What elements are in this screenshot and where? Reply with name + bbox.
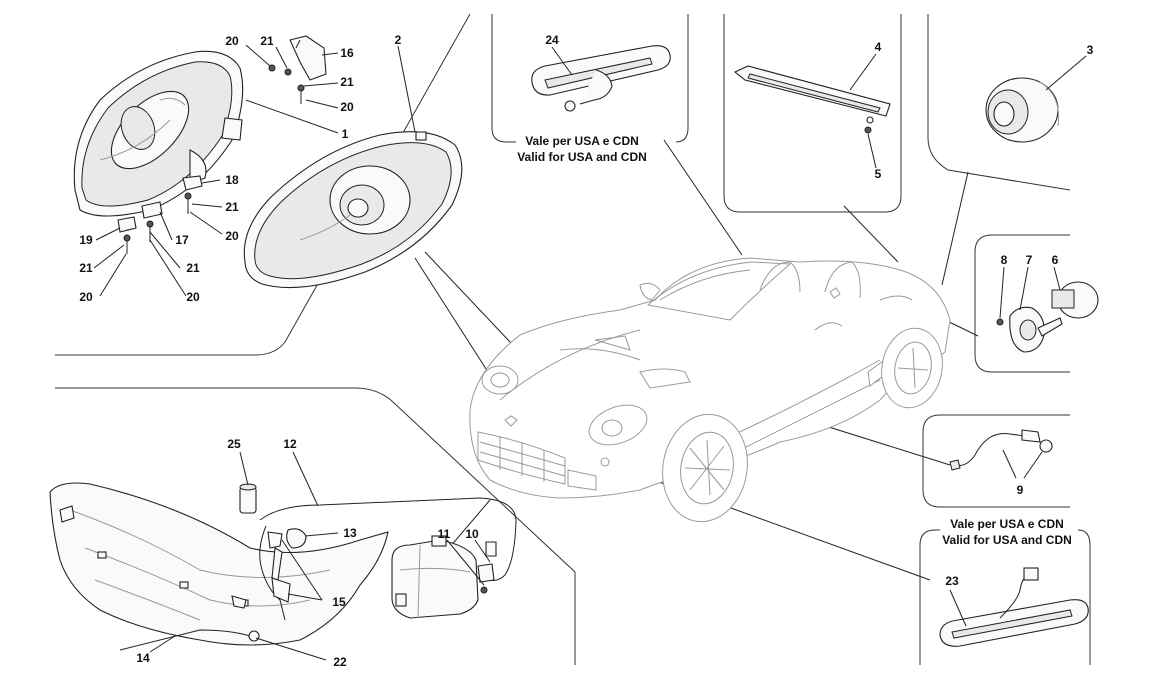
callout-20: 20 [225, 34, 239, 48]
callout-20: 20 [79, 290, 93, 304]
callout-14: 14 [136, 651, 150, 665]
note-line-english: Valid for USA and CDN [942, 533, 1072, 547]
callout-numbers: 20 21 16 21 20 1 2 18 21 20 17 19 21 20 … [79, 33, 1093, 669]
lamp-unit-3 [985, 77, 1060, 143]
callout-19: 19 [79, 233, 93, 247]
headlight-assembly-1 [73, 50, 244, 217]
note-line-italian: Vale per USA e CDN [950, 517, 1064, 531]
callout-1: 1 [342, 127, 349, 141]
callout-10: 10 [465, 527, 479, 541]
front-bumper-washer-system [49, 482, 517, 651]
callout-5: 5 [875, 167, 882, 181]
note-line-english: Valid for USA and CDN [517, 150, 647, 164]
callout-6: 6 [1052, 253, 1059, 267]
callout-20: 20 [225, 229, 239, 243]
headlight-assembly-2 [243, 131, 463, 289]
usa-cdn-note-bottom: Vale per USA e CDN Valid for USA and CDN [942, 517, 1072, 547]
callout-9: 9 [1017, 483, 1024, 497]
callout-3: 3 [1087, 43, 1094, 57]
callout-12: 12 [283, 437, 297, 451]
callout-18: 18 [225, 173, 239, 187]
callout-11: 11 [438, 527, 451, 541]
brackets-and-screws [117, 35, 327, 254]
side-marker-group [996, 281, 1099, 353]
callout-leaders [93, 39, 1087, 661]
cable-9 [949, 429, 1053, 471]
note-line-italian: Vale per USA e CDN [525, 134, 639, 148]
callout-16: 16 [340, 46, 354, 60]
callout-21: 21 [260, 34, 274, 48]
callout-4: 4 [875, 40, 882, 54]
reflector-23 [939, 567, 1089, 647]
callout-7: 7 [1026, 253, 1033, 267]
callout-8: 8 [1001, 253, 1008, 267]
screw-icon [123, 64, 305, 254]
callout-20: 20 [186, 290, 200, 304]
pump-connector-icon [480, 586, 488, 594]
callout-21: 21 [79, 261, 93, 275]
callout-2: 2 [395, 33, 402, 47]
light-bar-4 [733, 65, 891, 134]
callout-13: 13 [343, 526, 357, 540]
third-stop-light-24 [531, 45, 671, 112]
callout-20: 20 [340, 100, 354, 114]
callout-23: 23 [945, 574, 959, 588]
car-illustration [469, 257, 951, 523]
callout-25: 25 [227, 437, 241, 451]
callout-15: 15 [332, 595, 346, 609]
usa-cdn-note-top: Vale per USA e CDN Valid for USA and CDN [517, 134, 647, 164]
callout-24: 24 [545, 33, 559, 47]
callout-17: 17 [175, 233, 189, 247]
callout-22: 22 [333, 655, 347, 669]
screw-icon [864, 126, 872, 134]
screw-icon [996, 318, 1004, 326]
callout-21: 21 [186, 261, 200, 275]
connector-lines [414, 139, 979, 583]
panel-frames [55, 13, 1091, 665]
callout-21: 21 [340, 75, 354, 89]
callout-21: 21 [225, 200, 239, 214]
